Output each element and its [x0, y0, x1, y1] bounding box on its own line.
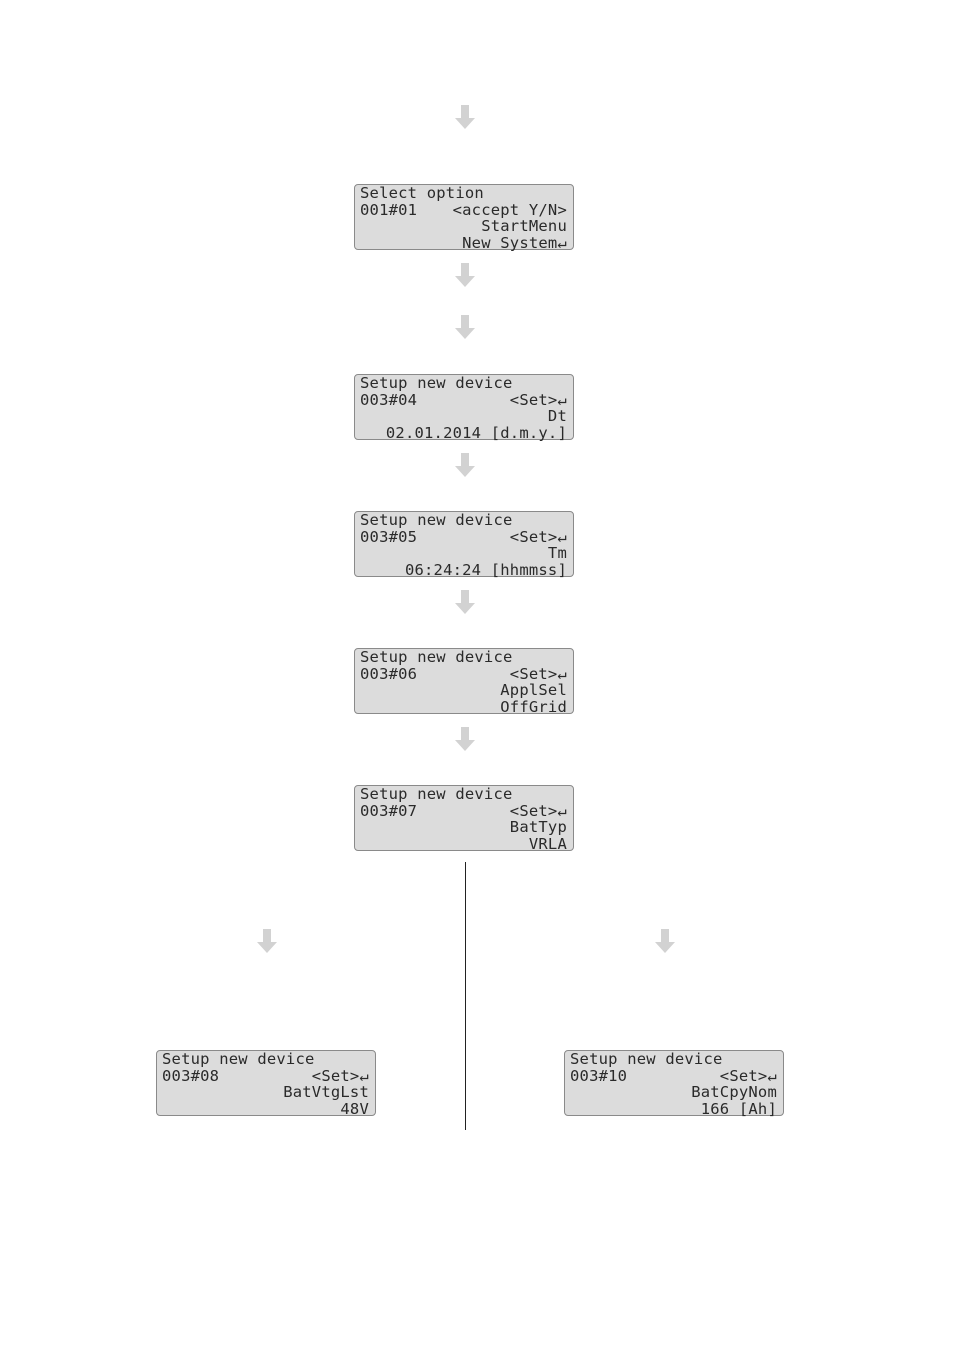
lcd-action: <Set>↵ [509, 391, 567, 408]
lcd-code: 003#05 [360, 528, 418, 545]
lcd-title: Setup new device [360, 649, 513, 666]
lcd-param: BatCpyNom [691, 1084, 777, 1101]
flow-arrow-down-icon [455, 590, 475, 614]
lcd-action: <Set>↵ [311, 1067, 369, 1084]
lcd-title: Setup new device [360, 375, 513, 392]
lcd-param: BatVtgLst [283, 1084, 369, 1101]
lcd-param: Tm [547, 545, 567, 562]
lcd-code: 003#08 [162, 1067, 220, 1084]
lcd-param: ApplSel [500, 682, 567, 699]
flow-arrow-down-icon [257, 929, 277, 953]
lcd-screen-time: Setup new device 003#05 <Set>↵ Tm 06:24:… [354, 511, 574, 578]
lcd-title: Select option [360, 185, 484, 202]
lcd-title: Setup new device [570, 1051, 723, 1068]
lcd-action: <accept Y/N> [452, 201, 567, 218]
lcd-param: StartMenu [481, 218, 567, 235]
flow-arrow-down-icon [455, 105, 475, 129]
branch-divider-line [465, 862, 466, 1130]
lcd-action: <Set>↵ [509, 528, 567, 545]
lcd-value: New System↵ [462, 234, 567, 251]
lcd-action: <Set>↵ [509, 665, 567, 682]
lcd-value: VRLA [528, 835, 567, 852]
lcd-screen-battery-type: Setup new device 003#07 <Set>↵ BatTyp VR… [354, 785, 574, 852]
lcd-value: OffGrid [500, 698, 567, 715]
lcd-screen-battery-capacity: Setup new device 003#10 <Set>↵ BatCpyNom… [564, 1050, 784, 1117]
flow-arrow-down-icon [455, 263, 475, 287]
lcd-code: 003#10 [570, 1067, 628, 1084]
lcd-value: 48V [340, 1100, 369, 1117]
lcd-value: 166 [Ah] [700, 1100, 777, 1117]
lcd-param: Dt [547, 408, 567, 425]
lcd-screen-date: Setup new device 003#04 <Set>↵ Dt 02.01.… [354, 374, 574, 441]
lcd-title: Setup new device [360, 512, 513, 529]
lcd-value: 06:24:24 [hhmmss] [404, 561, 567, 578]
lcd-screen-application: Setup new device 003#06 <Set>↵ ApplSel O… [354, 648, 574, 715]
lcd-action: <Set>↵ [719, 1067, 777, 1084]
flow-arrow-down-icon [655, 929, 675, 953]
lcd-value: 02.01.2014 [d.m.y.] [385, 424, 567, 441]
lcd-code: 001#01 [360, 201, 418, 218]
flow-arrow-down-icon [455, 453, 475, 477]
lcd-screen-battery-voltage: Setup new device 003#08 <Set>↵ BatVtgLst… [156, 1050, 376, 1117]
lcd-code: 003#04 [360, 391, 418, 408]
lcd-param: BatTyp [509, 819, 567, 836]
flow-arrow-down-icon [455, 315, 475, 339]
lcd-code: 003#07 [360, 802, 418, 819]
flow-arrow-down-icon [455, 727, 475, 751]
lcd-action: <Set>↵ [509, 802, 567, 819]
lcd-screen-select-option: Select option 001#01 <accept Y/N> StartM… [354, 184, 574, 251]
lcd-title: Setup new device [162, 1051, 315, 1068]
lcd-code: 003#06 [360, 665, 418, 682]
lcd-title: Setup new device [360, 786, 513, 803]
